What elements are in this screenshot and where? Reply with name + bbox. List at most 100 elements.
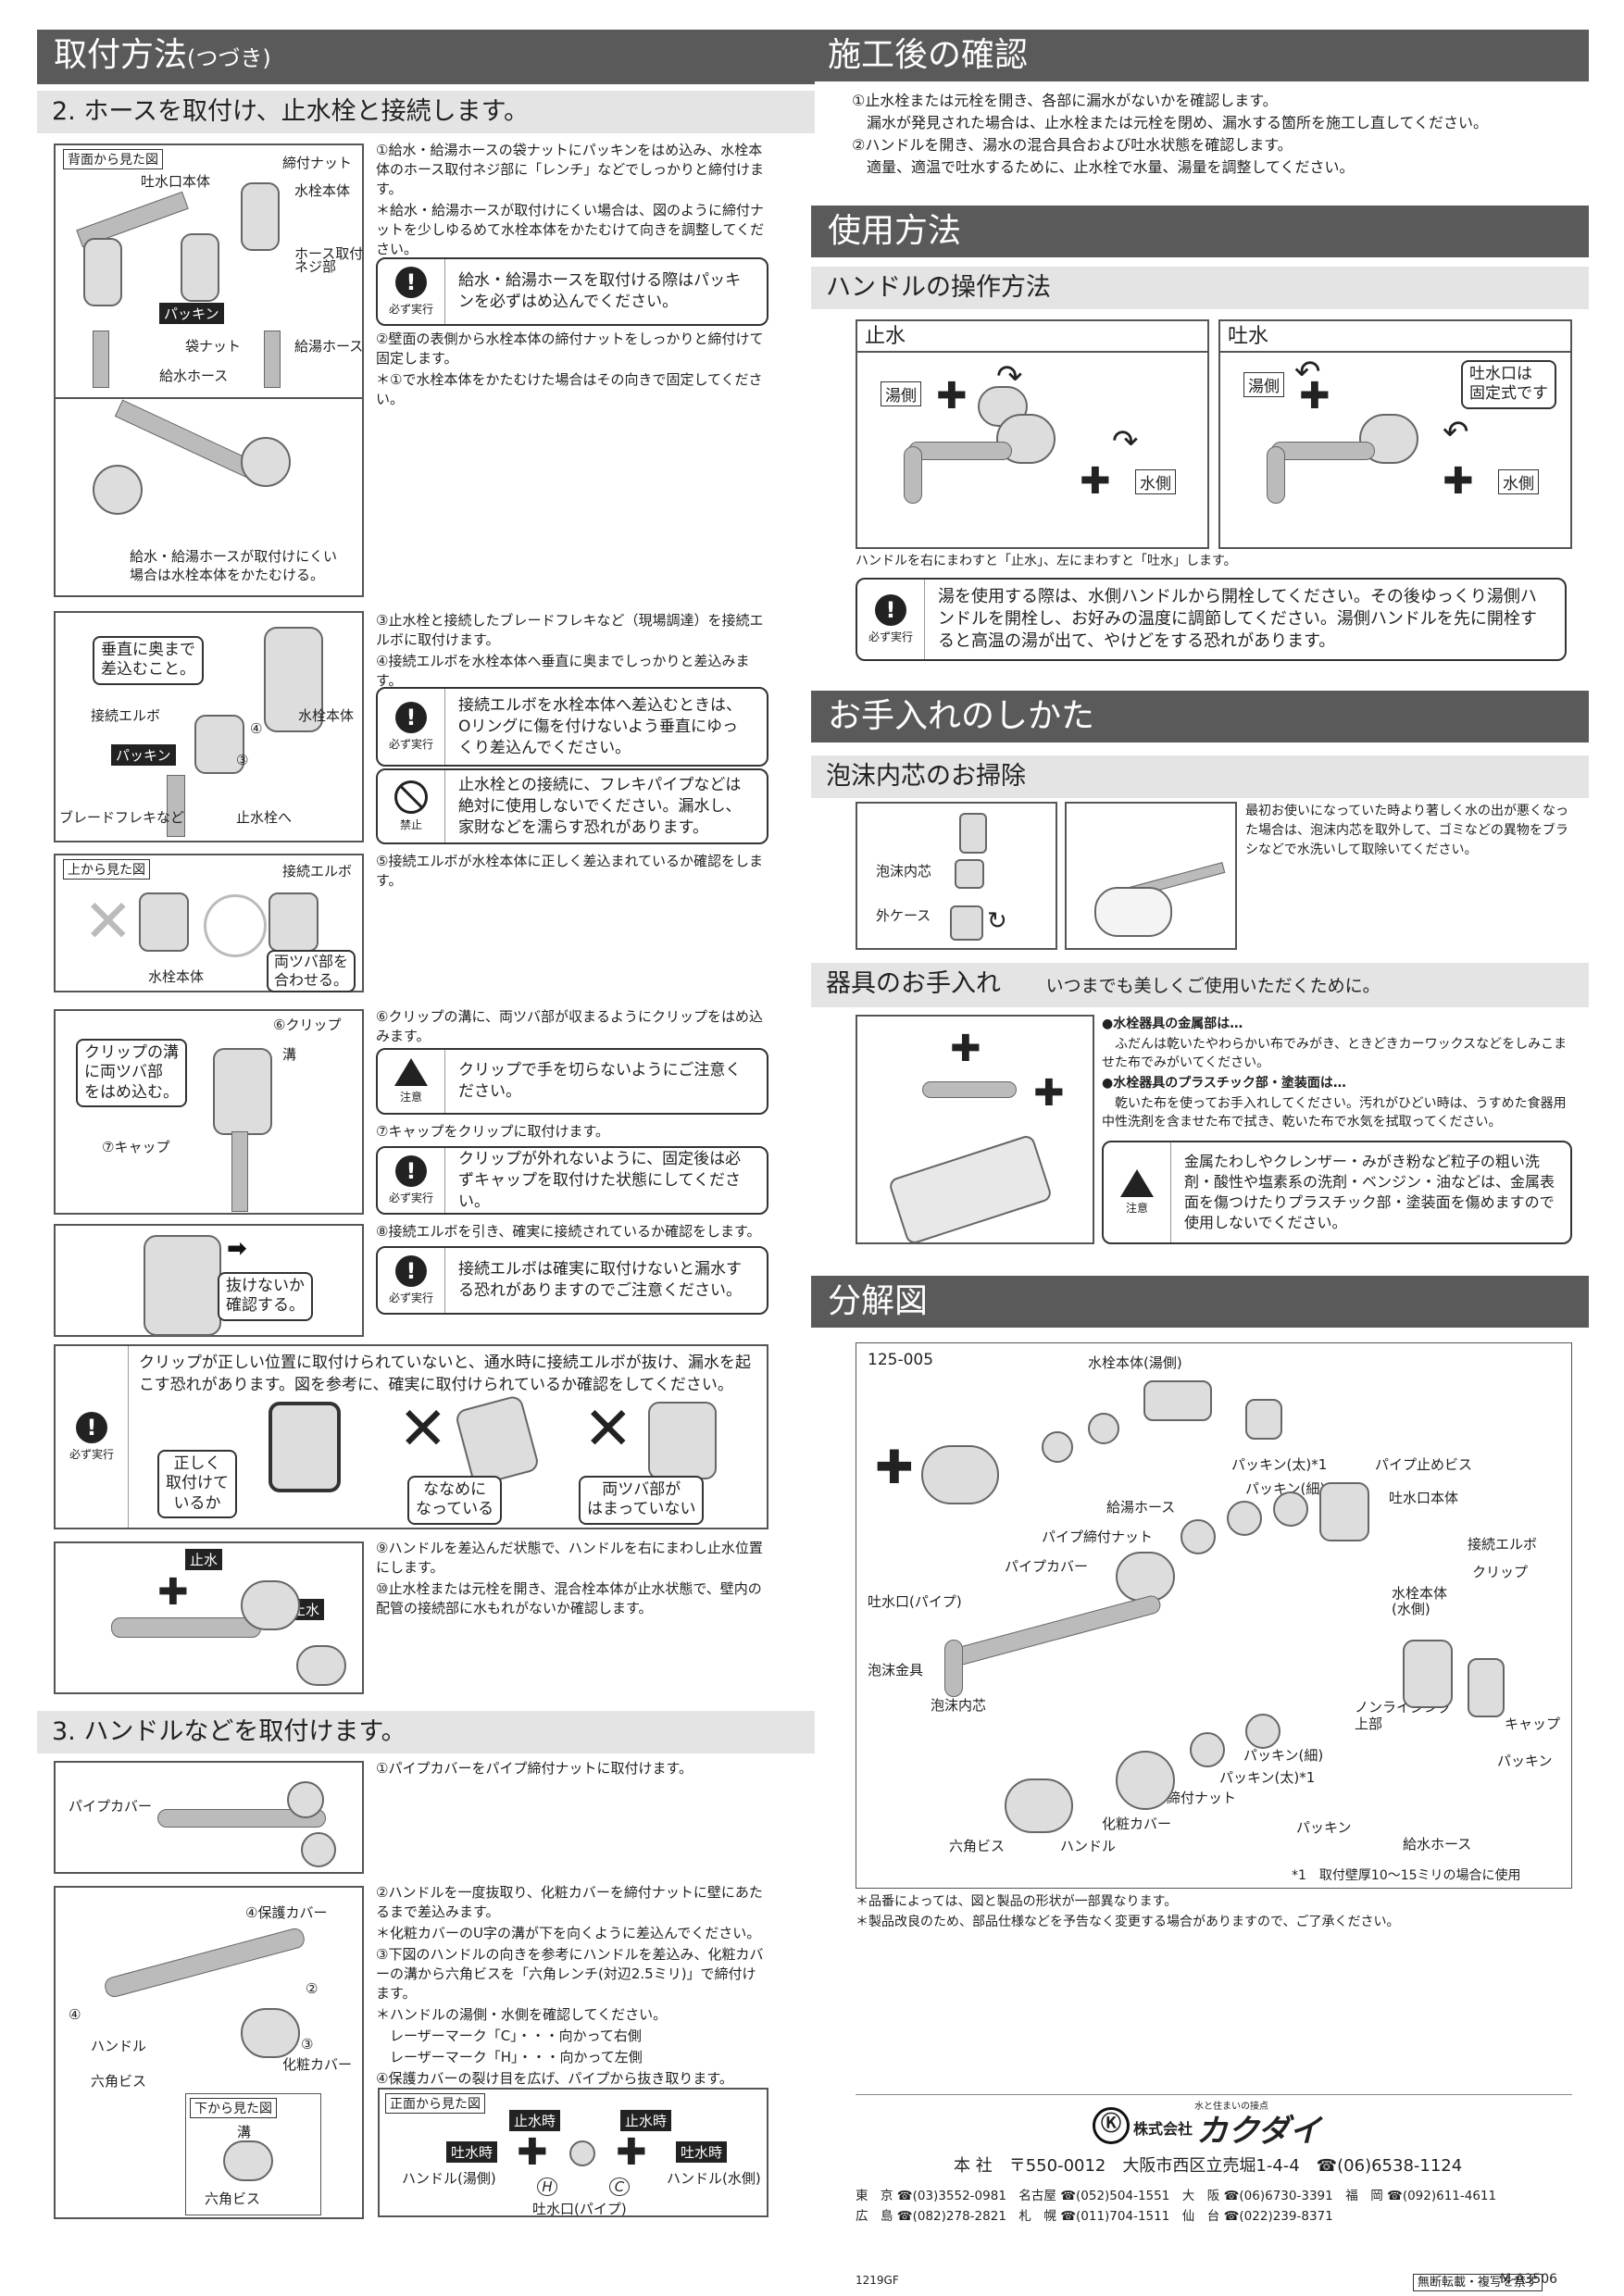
cross-handle-icon: ✚ [950,1028,981,1070]
spout-drawing [157,1809,326,1828]
check-title-band: 施工後の確認 [811,30,1589,81]
step-8: ⑧接続エルボを引き、確実に接続されているか確認をします。 [376,1223,761,1240]
left-title: 取付方法 [54,36,188,74]
must-do-icon: !必ず実行 [378,1248,445,1313]
callout-clip-groove: クリップの溝 に両ツバ部 をはめ込む。 [76,1039,187,1107]
warning-text: 給水・給湯ホースを取付ける際はパッキンを必ずはめ込んでください。 [458,271,742,311]
cross-handle-icon: ✚ [517,2131,548,2174]
fig-pipe-cover: パイプカバー [54,1761,364,1874]
label-valve-body: 水栓本体 [294,182,351,199]
callout-flanges-missing: 両ツバ部が はまっていない [579,1476,705,1525]
part-packing: パッキン [1497,1753,1553,1769]
sec2-title: 2. ホースを取付け、止水栓と接続します。 [37,91,815,133]
label-hose-screw: ホース取付 ネジ部 [294,245,364,275]
caution-icon: 注意 [1104,1142,1171,1242]
elbow-drawing [269,892,319,952]
step-note: レーザーマーク「C」・・・向かって右側 [376,2028,642,2044]
note-line: ＊品番によっては、図と製品の形状が一部異なります。 [856,1894,1178,1909]
step-number: ④ [250,720,263,737]
valve-drawing [1403,1640,1453,1708]
check-line: ②ハンドルを開き、湯水の混合具合および吐水状態を確認します。 [852,136,1293,154]
valve-drawing [241,437,291,487]
steps-block-3: ③止水栓と接続したブレードフレキなど（現場調達）を接続エルボに取付けます。 ④接… [376,611,765,693]
step-7: ⑦キャップをクリップに取付けます。 [376,1123,609,1140]
label-hot-handle: ハンドル(湯側) [402,2170,496,2187]
hand-drawing [1094,887,1172,937]
elbow-drawing [144,1235,221,1336]
spout-drawing [1267,446,1285,504]
must-do-icon: !必ず実行 [857,580,925,659]
warning-o-ring: !必ず実行 接続エルボを水栓本体へ差込むときは、Oリングに傷を付けないよう垂直に… [376,687,768,767]
warning-text: 接続エルボは確実に取付けないと漏水する恐れがありますのでご注意ください。 [458,1260,742,1300]
view-label: 下から見た図 [190,2098,277,2118]
label-cold: 水側 [1135,469,1176,494]
handle-drawing [223,2140,273,2181]
spout-knob-drawing [569,2140,595,2166]
care-line: ●水栓器具のプラスチック部・塗装面は… [1102,1076,1346,1091]
valve-drawing [181,233,219,302]
caution-icon: 注意 [378,1050,445,1113]
packing-drawing [1181,1519,1216,1554]
step-text: ④保護カバーの裂け目を広げ、パイプから抜き取ります。 [376,2070,733,2087]
big-warning-text: クリップが正しい位置に取付けられていないと、通水時に接続エルボが抜け、漏水を起こ… [139,1354,751,1394]
check-line: ①止水栓または元栓を開き、各部に漏水がないかを確認します。 [852,92,1278,109]
handle-drawing [296,1645,346,1686]
fig-hose-install: 背面から見た図 締付ナット 吐水口本体 水栓本体 ホース取付 ネジ部 パッキン … [54,144,364,597]
model-number: 125-005 [868,1351,934,1369]
step-number: ③ [301,2036,314,2053]
rotate-arrow-icon: ↻ [987,907,1007,935]
label-supply: 給水ホース [159,368,229,384]
handle-drawing [241,2008,300,2058]
callout-vertical: 垂直に奥まで 差込むこと。 [93,636,204,685]
fig-elbow-install: 垂直に奥まで 差込むこと。 接続エルボ 水栓本体 ④ パッキン ③ ブレードフレ… [54,611,364,842]
handle-title: ハンドルの操作方法 [811,267,1589,309]
rotate-arrow-icon: ↷ [1112,423,1139,460]
must-do-icon: !必ず実行 [378,1148,445,1213]
step-text: ④接続エルボを水栓本体へ垂直に奥までしっかりと差込みます。 [376,653,750,689]
step-text: ②壁面の表側から水栓本体の締付ナットをしっかりと締付けて固定します。 [376,331,764,367]
step-text: ①給水・給湯ホースの袋ナットにパッキンをはめ込み、水栓本体のホース取付ネジ部に「… [376,142,764,197]
part-pk-thin2: パッキン(細) [1243,1747,1324,1764]
elbow-drawing [213,1048,272,1135]
exploded-title-band: 分解図 [811,1276,1589,1328]
company-tagline: 水と住まいの接点 [1194,2102,1268,2112]
cross-handle-icon: ✚ [1299,375,1330,418]
spout-drawing [904,446,922,504]
label-valve-body: 水栓本体 [148,968,205,985]
label-packing: パッキン [111,744,176,766]
care-line: ふだんは乾いたやわらかい布でみがき、ときどきカーワックスなどをしみこませた布でみ… [1102,1037,1568,1070]
part-spout-body: 吐水口本体 [1389,1490,1459,1506]
warning-text: クリップで手を切らないようにご注意ください。 [458,1061,742,1101]
left-title-suffix: (つづき) [187,45,271,71]
step-text: ③下図のハンドルの向きを参考にハンドルを差込み、化粧カバーの溝から六角ビスを「六… [376,1946,764,2002]
part-pipe-nut: パイプ締付ナット [1042,1529,1154,1545]
label-braid: ブレードフレキなど [59,809,185,826]
step-note: ＊ハンドルの湯側・水側を確認してください。 [376,2006,668,2023]
callout-flanges: 両ツバ部を 合わせる。 [267,950,356,992]
cross-handle-icon: ✚ [1033,1072,1065,1115]
label-groove: 溝 [237,2124,252,2140]
handle-drawing [241,1580,300,1630]
warning-cap: !必ず実行 クリップが外れないように、固定後は必ずキャップを取付けた状態にしてく… [376,1146,768,1215]
check-lines: ①止水栓または元栓を開き、各部に漏水がないかを確認します。 漏水が発見された場合… [852,91,1593,180]
logo-mark-icon: Ⓚ [1093,2107,1130,2144]
elbow-drawing [648,1402,717,1479]
note-line: ＊製品改良のため、部品仕様などを予告なく変更する場合がありますので、ご了承くださ… [856,1915,1400,1929]
step-c1: ①パイプカバーをパイプ締付ナットに取付けます。 [376,1760,693,1777]
fixture-title-band: 器具のお手入れ いつまでも美しくご使用いただくために。 [811,963,1589,1007]
steps-block-9: ⑨ハンドルを差込んだ状態で、ハンドルを右にまわし止水位置にします。 ⑩止水栓また… [376,1539,768,1620]
label-elbow: 接続エルボ [282,863,353,880]
zoom-divider [56,397,362,399]
callout-slanted: ななめに なっている [407,1476,503,1525]
step-number: ② [306,1980,319,1997]
nut-drawing [301,1832,336,1867]
elbow-drawing [454,1393,541,1488]
fig-spout: 吐水 湯側 ↶ ✚ 吐水口は 固定式です ↶ ✚ 水側 [1218,319,1572,549]
part-hexbis: 六角ビス [949,1838,1006,1854]
fig-fixture-care: ✚ ✚ [856,1015,1094,1246]
warning-packing: !必ず実行 給水・給湯ホースを取付ける際はパッキンを必ずはめ込んでください。 [376,257,768,326]
elbow-drawing [1468,1658,1505,1717]
fig-front-view: 正面から見た図 止水時 止水時 吐水時 吐水時 ✚ ✚ ハンドル(湯側) H C… [378,2088,768,2217]
label-handle: ハンドル [91,2038,147,2054]
warning-prohibited: 禁止 止水栓との接続に、フレキパイプなどは絶対に使用しないでください。漏水し、家… [376,768,768,844]
